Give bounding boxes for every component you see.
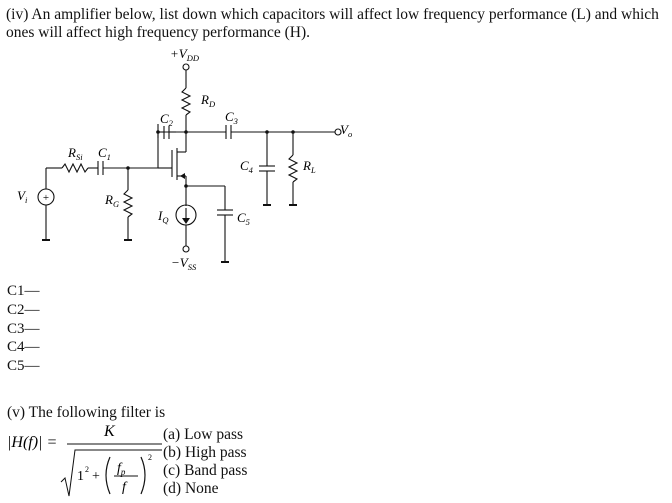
vdd-label: +VDD [170,46,200,63]
rd-label: RD [200,92,216,109]
rl-resistor [287,154,299,183]
c5-label: C5 [237,210,250,227]
option-c[interactable]: (c) Band pass [163,462,248,479]
option-d[interactable]: (d) None [163,480,219,497]
c2-label: C2 [160,111,174,128]
formula-f: f [122,480,128,495]
question-iv-text: (iv) An amplifier below, list down which… [6,6,659,41]
formula-lhs: |H(f)| = [7,434,57,451]
iq-label: IQ [157,208,168,225]
c4-label: C4 [240,158,254,175]
mosfet-arrow [180,173,185,179]
capacitor-answer-list: C1— C2— C3— C4— C5— [7,282,40,376]
capacitor-item-c2: C2— [7,301,40,318]
formula-one-exp: 2 [85,465,89,474]
filter-transfer-function: |H(f)| = K 1 2 + fp f 2 [7,423,162,497]
capacitor-item-c3: C3— [7,320,40,337]
vi-label: Vi [17,188,28,205]
option-b[interactable]: (b) High pass [163,444,247,461]
sqrt-sign [60,449,162,497]
vss-terminal [182,245,190,253]
rg-resistor [122,189,134,218]
c1-label: C1 [98,145,111,162]
vss-label: −VSS [171,255,197,272]
vo-terminal [334,128,342,136]
formula-one: 1 [77,469,84,484]
filter-options: (a) Low pass (b) High pass (c) Band pass… [163,426,247,498]
rsi-label: RSi [67,145,83,162]
capacitor-item-c1: C1— [7,283,40,299]
question-v-text: (v) The following filter is [7,404,166,421]
rg-label: RG [104,192,119,209]
rsi-resistor [61,162,89,174]
capacitor-item-c5: C5— [7,358,40,375]
formula-plus: + [92,469,100,484]
rl-label: RL [302,158,316,175]
formula-numerator: K [103,423,116,440]
vo-label: Vo [340,122,352,139]
rd-resistor [180,87,192,116]
option-a[interactable]: (a) Low pass [163,426,244,443]
capacitor-item-c4: C4— [7,339,40,356]
vi-source-sign: + [43,192,49,204]
c3-label: C3 [225,109,238,126]
formula-fp: fp [117,461,126,477]
paren-right [140,456,146,495]
vdd-terminal [182,63,190,71]
formula-exp: 2 [148,453,152,462]
paren-left [105,456,111,495]
iq-arrow-head [182,218,190,224]
